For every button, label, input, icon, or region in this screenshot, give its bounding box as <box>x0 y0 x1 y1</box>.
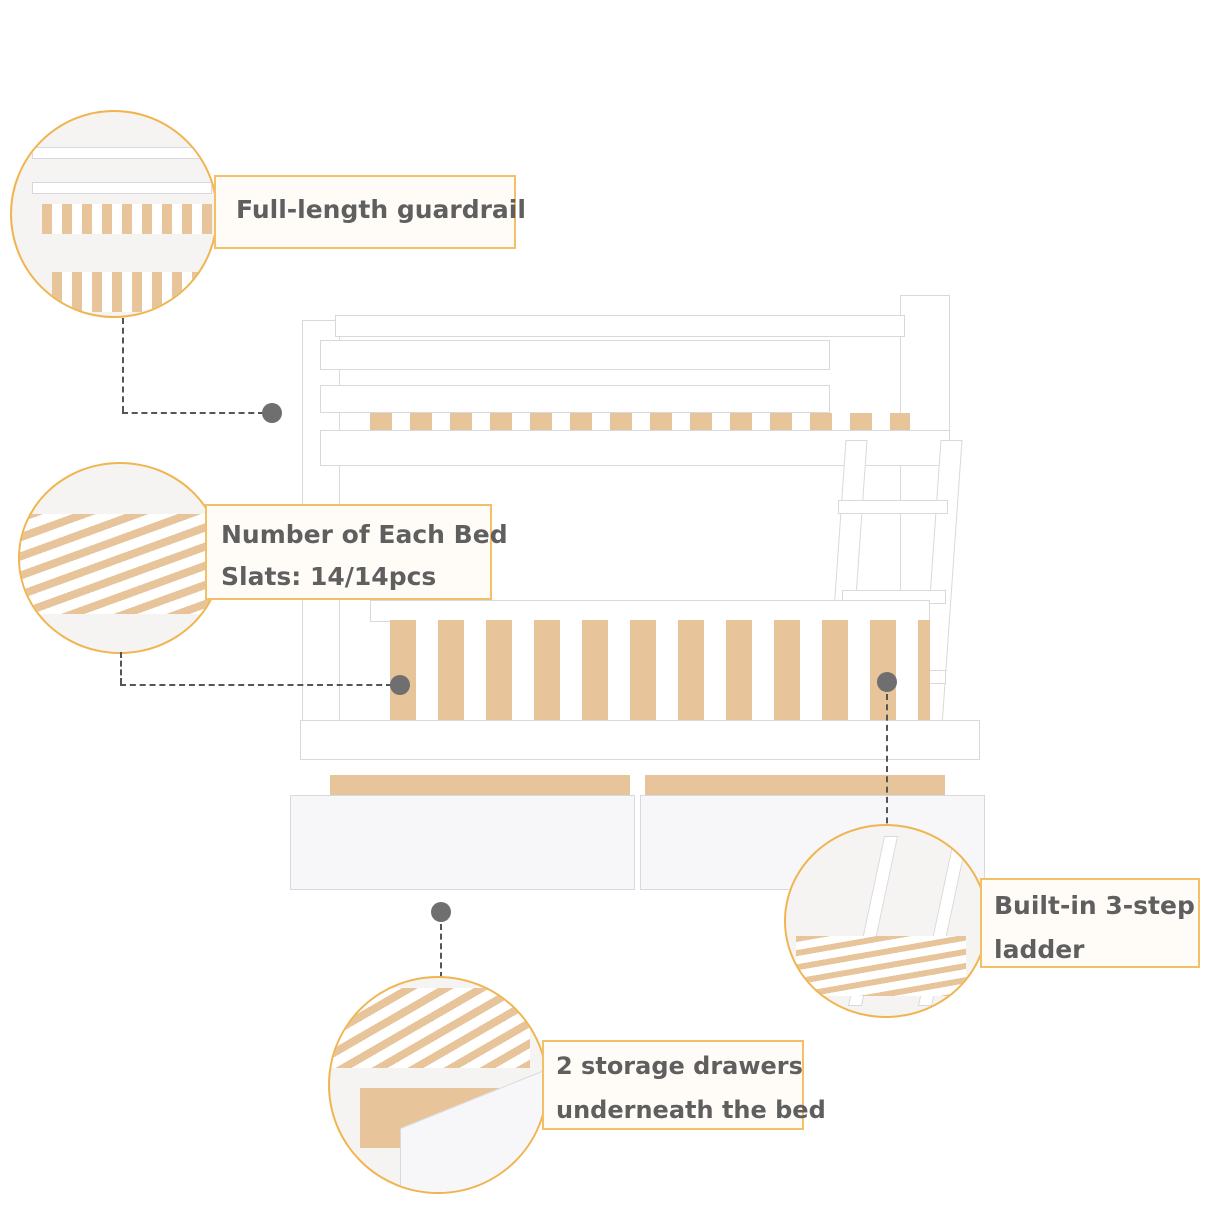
drawers-callout-label: 2 storage drawers underneath the bed <box>542 1040 826 1130</box>
drawers-detail-image <box>328 976 548 1194</box>
slats-detail-image <box>18 462 222 654</box>
ladder-callout-label: Built-in 3-step ladder <box>980 878 1200 968</box>
slats-callout-label: Number of Each Bed Slats: 14/14pcs <box>205 504 508 600</box>
guardrail-connector-h <box>122 412 264 414</box>
drawers-marker-dot <box>431 902 451 922</box>
guardrail-callout-label: Full-length guardrail <box>214 175 526 249</box>
slats-connector-h <box>120 684 392 686</box>
guardrail-detail-image <box>10 110 218 318</box>
drawers-text-line1: 2 storage drawers <box>556 1052 803 1080</box>
slats-connector <box>120 652 122 684</box>
slats-marker-dot <box>390 675 410 695</box>
drawers-text-line2: underneath the bed <box>556 1096 826 1124</box>
drawers-connector <box>440 924 442 978</box>
guardrail-text: Full-length guardrail <box>236 195 526 224</box>
slats-text-line1: Number of Each Bed <box>221 520 508 549</box>
ladder-connector <box>886 694 888 844</box>
guardrail-connector <box>122 318 124 412</box>
ladder-text-line2: ladder <box>994 935 1085 964</box>
slats-text-line2: Slats: 14/14pcs <box>221 562 437 591</box>
ladder-marker-dot <box>877 672 897 692</box>
ladder-text-line1: Built-in 3-step <box>994 891 1195 920</box>
guardrail-marker-dot <box>262 403 282 423</box>
ladder-detail-image <box>784 824 988 1018</box>
bunk-bed-illustration <box>290 290 990 910</box>
